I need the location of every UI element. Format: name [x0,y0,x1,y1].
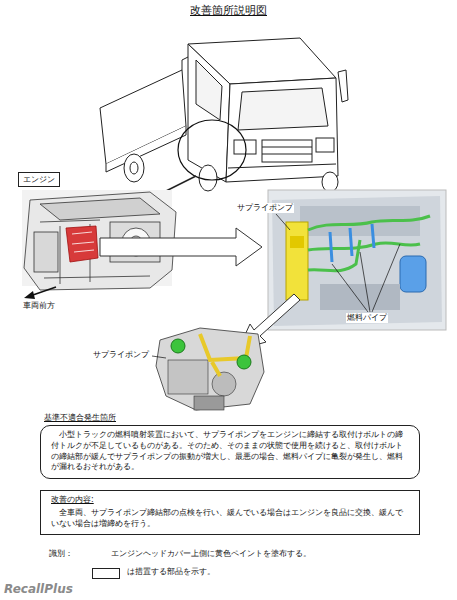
label-box: エンジン [18,172,60,187]
part-name: サプライポンプ [236,203,294,213]
box-body: 小型トラックの燃料噴射装置において、サプライポンプをエンジンに締結する取付けボル… [51,430,409,473]
part-name: サプライポンプ [92,350,150,360]
zoom-arrow [100,228,262,266]
direction-label: 車両前方 [22,301,56,311]
box-frame: 改善の内容: 全車両、サプライポンプ締結部の点検を行い、緩んでいる場合はエンジンを… [40,490,420,535]
note-box: 改善の内容: 全車両、サプライポンプ締結部の点検を行い、緩んでいる場合はエンジンを… [40,490,420,535]
direction-arrow [24,287,56,299]
callout-circle [178,120,246,180]
pump-drawing [156,328,264,410]
box-heading: 改善の内容: [51,495,409,506]
diagram-title: 改善箇所説明図 [190,4,267,17]
box-heading: 基準不適合発生箇所 [44,412,420,423]
note-box: 基準不適合発生箇所小型トラックの燃料噴射装置において、サプライポンプをエンジンに… [40,412,420,479]
closeup-drawing [268,190,446,330]
watermark: RecallPlus [4,582,73,596]
part-name: 燃料パイプ [346,313,388,323]
box-body: 全車両、サプライポンプ締結部の点検を行い、緩んでいる場合はエンジンを良品に交換、… [51,508,409,530]
truck-drawing [100,38,348,192]
legend-text: は措置する部品を示す。 [126,567,216,577]
legend-swatch [92,568,120,579]
note-label: 識別： [48,549,74,559]
note-text: エンジンヘッドカバー上側に黄色ペイントを塗布する。 [110,549,312,559]
box-frame: 小型トラックの燃料噴射装置において、サプライポンプをエンジンに締結する取付けボル… [40,425,420,479]
leader-line [152,356,166,358]
box-label: エンジン [23,174,55,185]
